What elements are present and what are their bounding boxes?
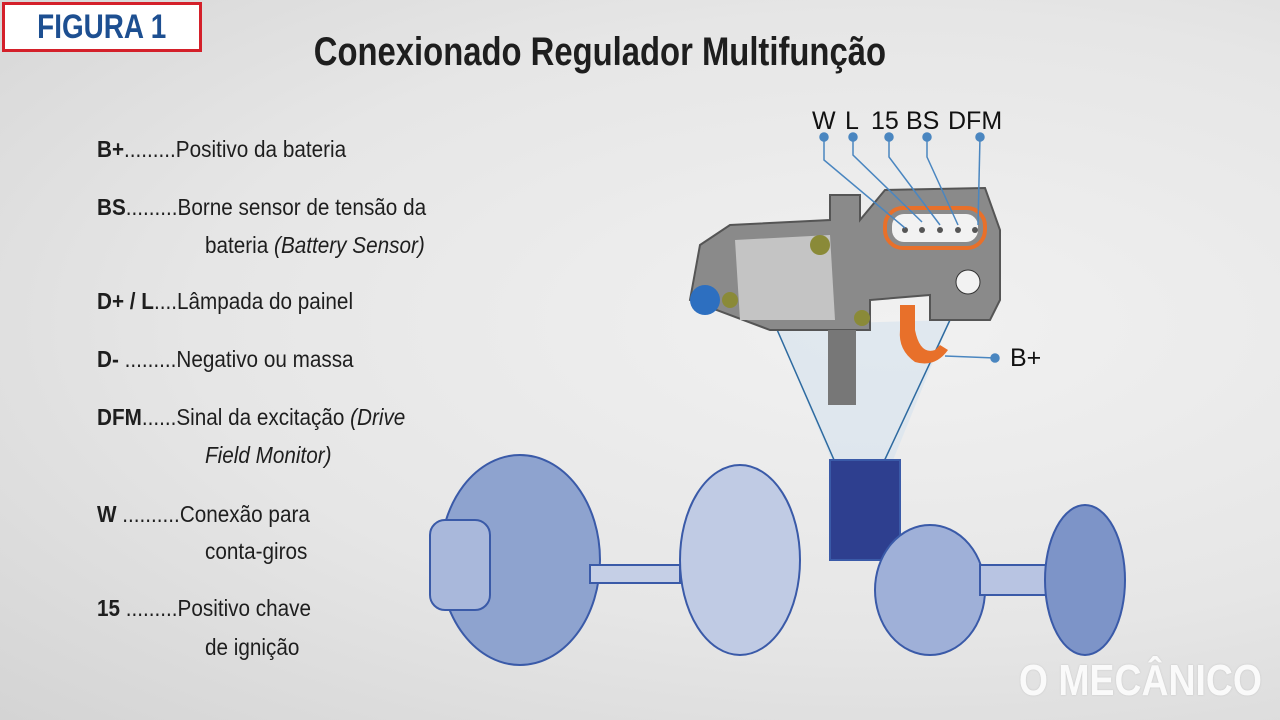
projection-cone — [775, 320, 950, 480]
page-title: Conexionado Regulador Multifunção — [313, 30, 887, 74]
pin-label-w: W — [812, 107, 836, 135]
rear-cover — [1044, 504, 1126, 656]
rectifier — [874, 524, 986, 656]
alternator-exploded — [429, 454, 1126, 666]
pin-label-bs: BS — [906, 107, 940, 135]
brush-holder — [828, 330, 856, 405]
pin-leaders — [819, 132, 1000, 363]
pin-label-l: L — [845, 107, 859, 135]
shaft — [589, 564, 681, 584]
pin-label-15: 15 — [871, 107, 899, 135]
b-plus-terminal — [899, 305, 948, 364]
pin-label-dfm: DFM — [948, 107, 1003, 135]
regulator-part — [829, 459, 901, 561]
figure-label-box: FIGURA 1 — [2, 2, 202, 52]
regulator — [688, 186, 1001, 405]
stator — [679, 464, 801, 656]
figure-label: FIGURA 1 — [37, 7, 167, 46]
pin-label-b-plus: B+ — [1010, 344, 1042, 372]
watermark: O MECÂNICO — [1018, 656, 1262, 705]
rotor-shaft — [979, 564, 1051, 596]
blue-terminal — [690, 285, 720, 315]
pulley — [429, 519, 491, 611]
connector — [883, 206, 987, 250]
